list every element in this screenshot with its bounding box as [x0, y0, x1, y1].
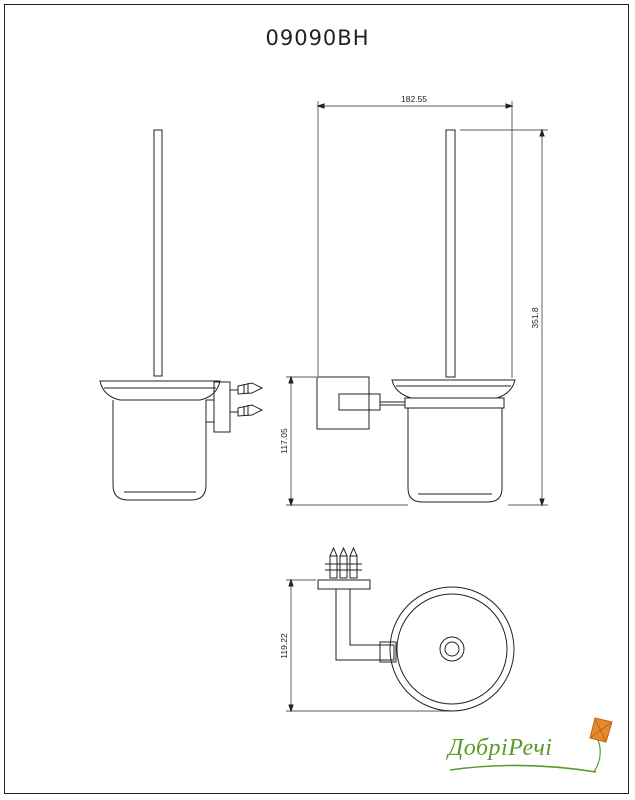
brush-dish-left: [99, 380, 221, 401]
wall-mount-right: [316, 376, 370, 430]
holder-arm-left: [205, 399, 215, 423]
cup-rim-right: [404, 397, 505, 409]
kite-logo-icon: [589, 717, 613, 773]
dim-height-total: 351.8: [530, 307, 540, 329]
brush-handle-left: [153, 129, 163, 377]
brush-dish-right: [391, 379, 516, 399]
wall-plate-left: [213, 381, 231, 433]
holder-arm-right: [338, 393, 381, 411]
front-view: [286, 101, 548, 507]
drawing-frame: [4, 4, 629, 794]
dim-width: 182.55: [401, 94, 427, 104]
dim-depth: 119.22: [279, 633, 289, 659]
model-code: 09090BH: [265, 26, 370, 50]
top-view: [286, 546, 515, 713]
wall-screws-left: [237, 382, 264, 417]
dish-outer-ring: [389, 586, 515, 712]
wall-plate-top: [317, 579, 371, 590]
holder-arm-top: [335, 588, 395, 661]
dim-height-cup: 117.05: [279, 428, 289, 454]
brand-logo-text: ДобріРечі: [448, 735, 553, 761]
left-side-view: [99, 129, 264, 501]
brush-handle-right: [445, 129, 456, 378]
wall-screws-top: [325, 546, 362, 579]
glass-cup-right: [407, 408, 503, 503]
logo-underline: [449, 764, 597, 773]
glass-cup-left: [112, 400, 207, 501]
